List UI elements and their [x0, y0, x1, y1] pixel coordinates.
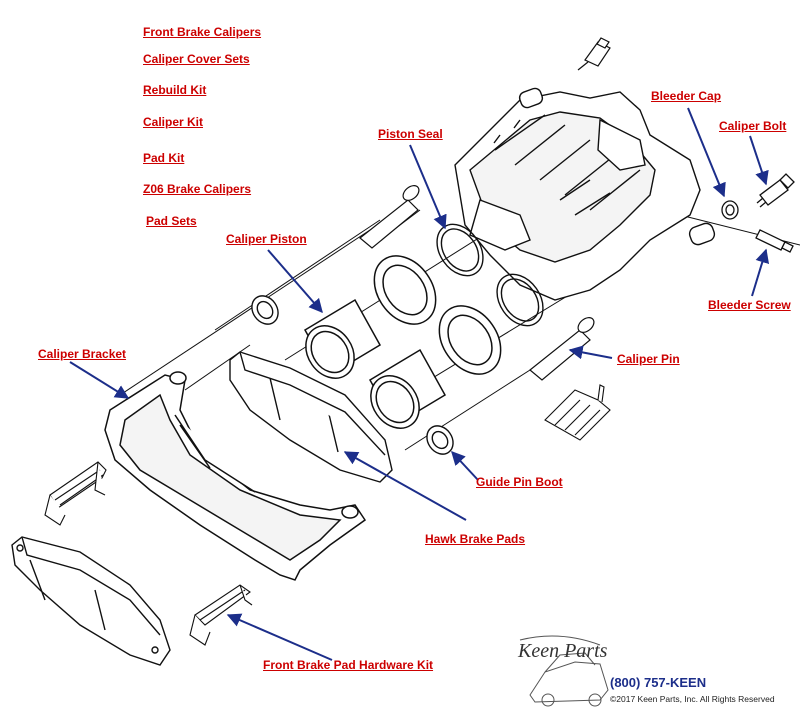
caliper-pin-lower	[529, 317, 595, 381]
arrow-caliper-piston	[267, 249, 323, 314]
link-rebuild-kit[interactable]: Rebuild Kit	[143, 83, 207, 97]
clip-lower	[189, 584, 253, 646]
link-caliper-kit[interactable]: Caliper Kit	[143, 115, 204, 129]
link-front-brake-calipers[interactable]: Front Brake Calipers	[143, 25, 262, 39]
brake-pad-outer	[11, 536, 171, 666]
link-bleeder-screw[interactable]: Bleeder Screw	[708, 298, 791, 312]
caliper-pistons	[303, 298, 447, 429]
link-bleeder-cap[interactable]: Bleeder Cap	[651, 89, 722, 103]
link-piston-seal[interactable]: Piston Seal	[378, 127, 443, 141]
link-caliper-piston[interactable]: Caliper Piston	[226, 232, 307, 246]
caliper-body	[454, 87, 716, 301]
bleeder-screw-shape	[755, 229, 794, 253]
arrow-guide-pin-boot	[451, 450, 479, 481]
arrow-piston-seal	[409, 144, 447, 230]
keen-parts-logo: Keen Parts	[518, 640, 608, 662]
link-hawk-brake-pads[interactable]: Hawk Brake Pads	[425, 532, 526, 546]
link-guide-pin-boot[interactable]: Guide Pin Boot	[476, 475, 563, 489]
link-caliper-pin[interactable]: Caliper Pin	[617, 352, 680, 366]
clip-upper-right	[544, 384, 611, 441]
arrow-hawk-brake-pads	[343, 451, 467, 521]
link-pad-sets[interactable]: Pad Sets	[146, 214, 197, 228]
arrow-bleeder-screw	[751, 248, 770, 297]
clip-upper-left	[44, 461, 107, 526]
car-logo-icon	[519, 635, 609, 707]
link-caliper-cover-sets[interactable]: Caliper Cover Sets	[143, 52, 250, 66]
link-front-brake-pad-hardware-kit[interactable]: Front Brake Pad Hardware Kit	[263, 658, 434, 672]
link-z06-brake-calipers[interactable]: Z06 Brake Calipers	[143, 182, 252, 196]
bleeder-cap-shape	[721, 200, 739, 220]
small-boot-left	[251, 295, 279, 325]
link-caliper-bracket[interactable]: Caliper Bracket	[38, 347, 127, 361]
guide-pin-boot	[426, 425, 454, 455]
arrow-bleeder-cap	[687, 107, 726, 198]
arrow-caliper-pin	[568, 345, 613, 360]
arrow-caliper-bolt	[749, 135, 769, 186]
caliper-bracket	[104, 371, 367, 581]
caliper-bolt-shape	[756, 173, 795, 208]
phone-number: (800) 757-KEEN	[610, 675, 707, 690]
top-caliper-bolt	[577, 37, 611, 71]
brake-pad-inner	[229, 351, 393, 483]
callout-arrows	[69, 107, 770, 661]
link-caliper-bolt[interactable]: Caliper Bolt	[719, 119, 787, 133]
dust-boots	[373, 255, 502, 375]
link-pad-kit[interactable]: Pad Kit	[143, 151, 185, 165]
caliper-pin-upper	[359, 185, 420, 249]
copyright-notice: ©2017 Keen Parts, Inc. All Rights Reserv…	[610, 694, 775, 704]
arrow-hardware-kit	[226, 613, 333, 661]
arrow-caliper-bracket	[69, 361, 130, 399]
